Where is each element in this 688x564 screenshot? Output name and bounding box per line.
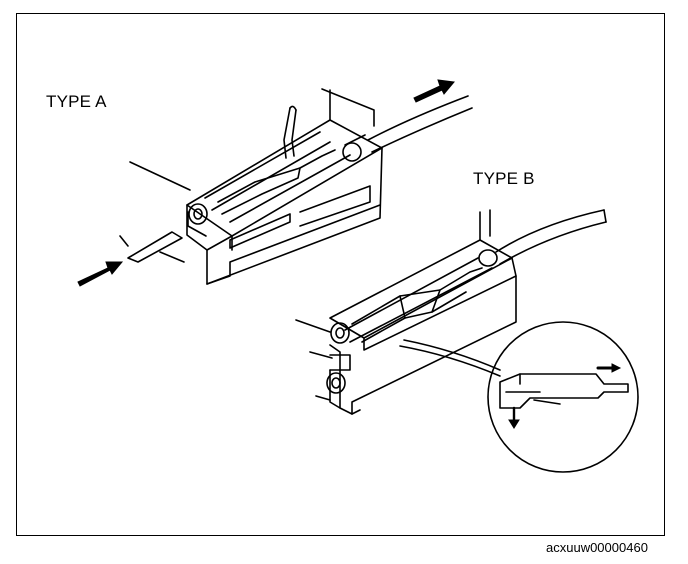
type-a-label: TYPE A xyxy=(46,92,107,111)
type-b-label: TYPE B xyxy=(473,169,535,188)
type-a-connector xyxy=(119,88,473,285)
detail-arrow-down-icon xyxy=(508,419,520,429)
arrow-in-icon xyxy=(77,261,124,287)
type-b-connector xyxy=(295,209,607,415)
arrow-out-icon xyxy=(413,79,455,103)
figure-frame xyxy=(16,13,665,536)
figure-code: acxuuw00000460 xyxy=(546,540,648,555)
detail-magnifier xyxy=(487,321,639,473)
detail-arrow-right-icon xyxy=(611,363,622,373)
